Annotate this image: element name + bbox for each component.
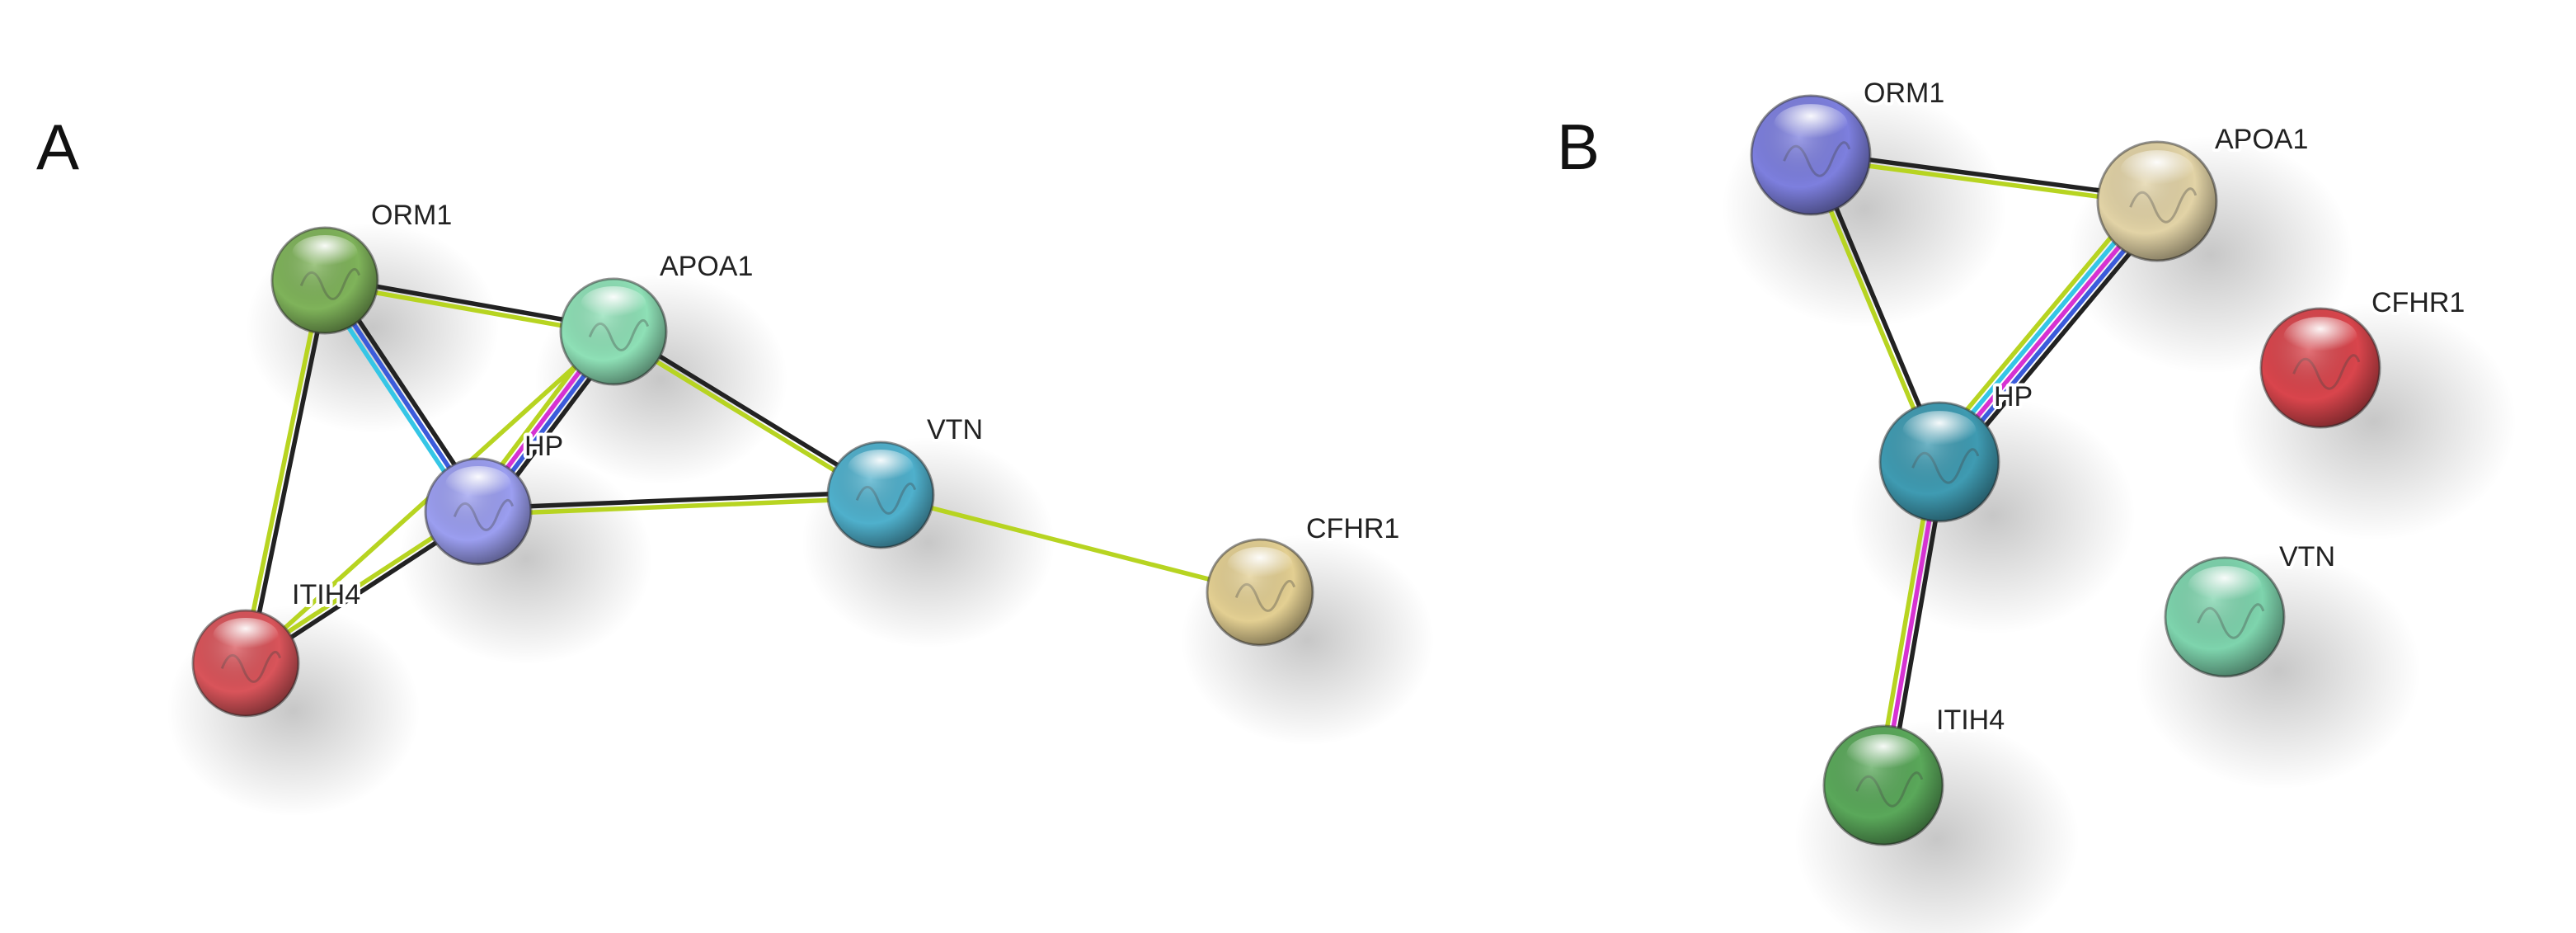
node-a-apoa1[interactable] xyxy=(559,277,668,386)
node-gloss xyxy=(581,285,646,323)
node-label-a-apoa1: APOA1 xyxy=(660,251,753,282)
edge-line-yellowgreen xyxy=(878,492,1262,595)
node-gloss xyxy=(848,449,914,486)
node-b-apoa1[interactable] xyxy=(2096,140,2218,262)
edge-line-yellowgreen xyxy=(240,277,325,665)
panel-letter-a: A xyxy=(36,111,79,183)
node-a-orm1[interactable] xyxy=(270,226,379,335)
node-label-a-orm1: ORM1 xyxy=(371,200,452,231)
node-gloss xyxy=(2188,566,2262,607)
node-label-a-vtn: VTN xyxy=(927,414,983,445)
node-b-orm1[interactable] xyxy=(1750,94,1872,216)
node-label-b-vtn: VTN xyxy=(2279,541,2335,573)
node-gloss xyxy=(213,617,279,654)
edge-a-vtn-cfhr1[interactable] xyxy=(878,492,1262,595)
node-gloss xyxy=(1846,734,1920,775)
node-label-a-cfhr1: CFHR1 xyxy=(1306,513,1399,544)
node-gloss xyxy=(292,234,358,271)
node-gloss xyxy=(445,465,511,502)
node-label-b-cfhr1: CFHR1 xyxy=(2372,287,2465,318)
edge-line-yellowgreen xyxy=(476,495,883,517)
edge-a-hp-vtn[interactable] xyxy=(476,489,883,517)
node-a-vtn[interactable] xyxy=(826,441,935,549)
node-gloss xyxy=(2120,150,2194,191)
node-label-b-itih4: ITIH4 xyxy=(1936,704,2005,736)
node-a-hp[interactable] xyxy=(424,457,533,566)
node-gloss xyxy=(1227,546,1293,583)
node-b-hp[interactable] xyxy=(1878,401,2000,523)
panel-letter-b: B xyxy=(1557,111,1600,183)
node-b-vtn[interactable] xyxy=(2164,556,2286,678)
node-b-itih4[interactable] xyxy=(1822,724,1944,846)
node-label-a-itih4: ITIH4 xyxy=(292,579,360,610)
node-gloss xyxy=(2283,317,2357,358)
node-gloss xyxy=(1902,411,1977,452)
node-a-cfhr1[interactable] xyxy=(1206,538,1314,647)
node-a-itih4[interactable] xyxy=(191,609,300,718)
node-b-cfhr1[interactable] xyxy=(2259,307,2381,429)
edge-line-black xyxy=(476,489,883,511)
node-label-b-hp: HP xyxy=(1994,381,2033,412)
node-gloss xyxy=(1774,104,1848,145)
node-label-a-hp: HP xyxy=(524,431,563,462)
edge-line-black xyxy=(246,279,331,667)
edge-a-orm1-itih4[interactable] xyxy=(240,277,331,667)
node-label-b-orm1: ORM1 xyxy=(1864,78,1944,109)
node-label-b-apoa1: APOA1 xyxy=(2215,124,2308,155)
